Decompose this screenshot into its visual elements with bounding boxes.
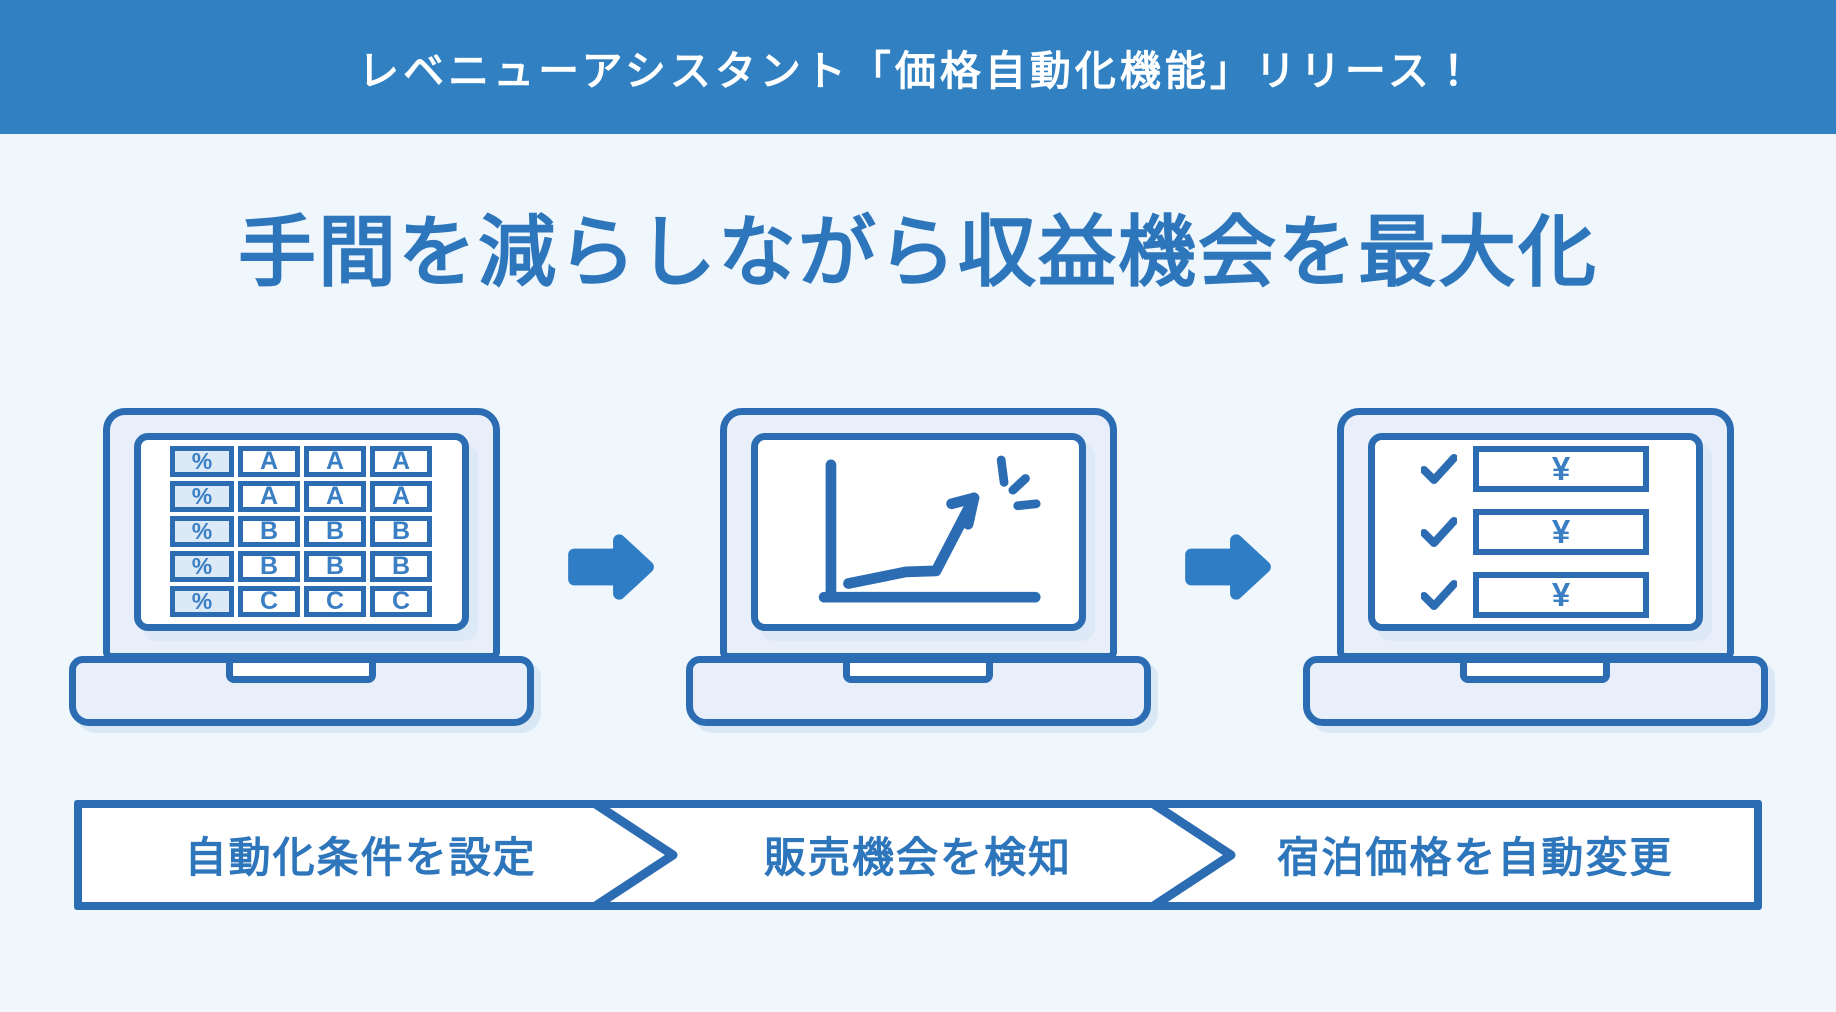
flow-arrow-icon: [1184, 534, 1271, 600]
price-row: ¥: [1421, 508, 1649, 555]
price-row: ¥: [1421, 445, 1649, 492]
step-2: 販売機会を検知: [639, 808, 1196, 902]
growth-chart-icon: [818, 455, 1041, 603]
rate-cell: B: [370, 551, 432, 583]
laptop-bezel: [719, 407, 1117, 660]
laptop-notch: [226, 655, 376, 683]
rate-cell-percent: %: [170, 481, 234, 513]
yen-price-field: ¥: [1473, 508, 1649, 555]
price-row: ¥: [1421, 571, 1649, 618]
laptop-notch: [843, 655, 993, 683]
check-icon: [1421, 453, 1457, 484]
step-1: 自動化条件を設定: [82, 808, 639, 902]
rate-cell: B: [238, 551, 300, 583]
rate-cell-percent: %: [170, 586, 234, 618]
rate-cell: B: [304, 551, 366, 583]
rate-cell: B: [238, 516, 300, 548]
laptop-screen: % A A A % A A A % B B B % B B: [133, 432, 469, 631]
rate-cell: A: [304, 446, 366, 478]
rate-cell: B: [370, 516, 432, 548]
laptop-screen: ¥ ¥ ¥: [1367, 432, 1703, 631]
rate-cell: C: [304, 586, 366, 618]
rate-cell: B: [304, 516, 366, 548]
step-label: 販売機会を検知: [763, 834, 1072, 882]
laptop-screen: [750, 432, 1086, 631]
flow-arrow-icon: [567, 534, 654, 600]
laptop-illustration-rate-table: % A A A % A A A % B B B % B B: [68, 407, 534, 726]
rate-cell: A: [370, 446, 432, 478]
rate-cell: C: [370, 586, 432, 618]
laptop-base: [68, 655, 534, 726]
rate-cell: A: [238, 446, 300, 478]
check-icon: [1421, 579, 1457, 610]
rate-table: % A A A % A A A % B B B % B B: [170, 446, 432, 618]
sparkle-icon: [996, 455, 1041, 510]
step-label: 宿泊価格を自動変更: [1277, 834, 1674, 882]
laptop-illustration-growth-chart: [685, 407, 1151, 726]
top-banner: レベニューアシスタント「価格自動化機能」リリース！: [0, 0, 1836, 134]
rate-cell-percent: %: [170, 551, 234, 583]
price-list: ¥ ¥ ¥: [1421, 445, 1649, 618]
laptop-illustration-price-list: ¥ ¥ ¥: [1302, 407, 1768, 726]
yen-price-field: ¥: [1473, 445, 1649, 492]
yen-price-field: ¥: [1473, 571, 1649, 618]
rate-cell: C: [238, 586, 300, 618]
laptop-base: [1302, 655, 1768, 726]
rate-cell: A: [370, 481, 432, 513]
step-3: 宿泊価格を自動変更: [1197, 808, 1754, 902]
laptop-notch: [1460, 655, 1610, 683]
banner-title: レベニューアシスタント「価格自動化機能」リリース！: [358, 48, 1478, 94]
laptop-base: [685, 655, 1151, 726]
steps-bar: 自動化条件を設定 販売機会を検知 宿泊価格を自動変更: [74, 799, 1762, 910]
check-icon: [1421, 516, 1457, 547]
laptop-bezel: ¥ ¥ ¥: [1336, 407, 1734, 660]
laptop-bezel: % A A A % A A A % B B B % B B: [102, 407, 500, 660]
step-label: 自動化条件を設定: [184, 834, 537, 882]
process-flow: % A A A % A A A % B B B % B B: [0, 407, 1836, 726]
rate-cell: A: [304, 481, 366, 513]
rate-cell-percent: %: [170, 446, 234, 478]
headline: 手間を減らしながら収益機会を最大化: [237, 208, 1598, 296]
rate-cell: A: [238, 481, 300, 513]
rate-cell-percent: %: [170, 516, 234, 548]
